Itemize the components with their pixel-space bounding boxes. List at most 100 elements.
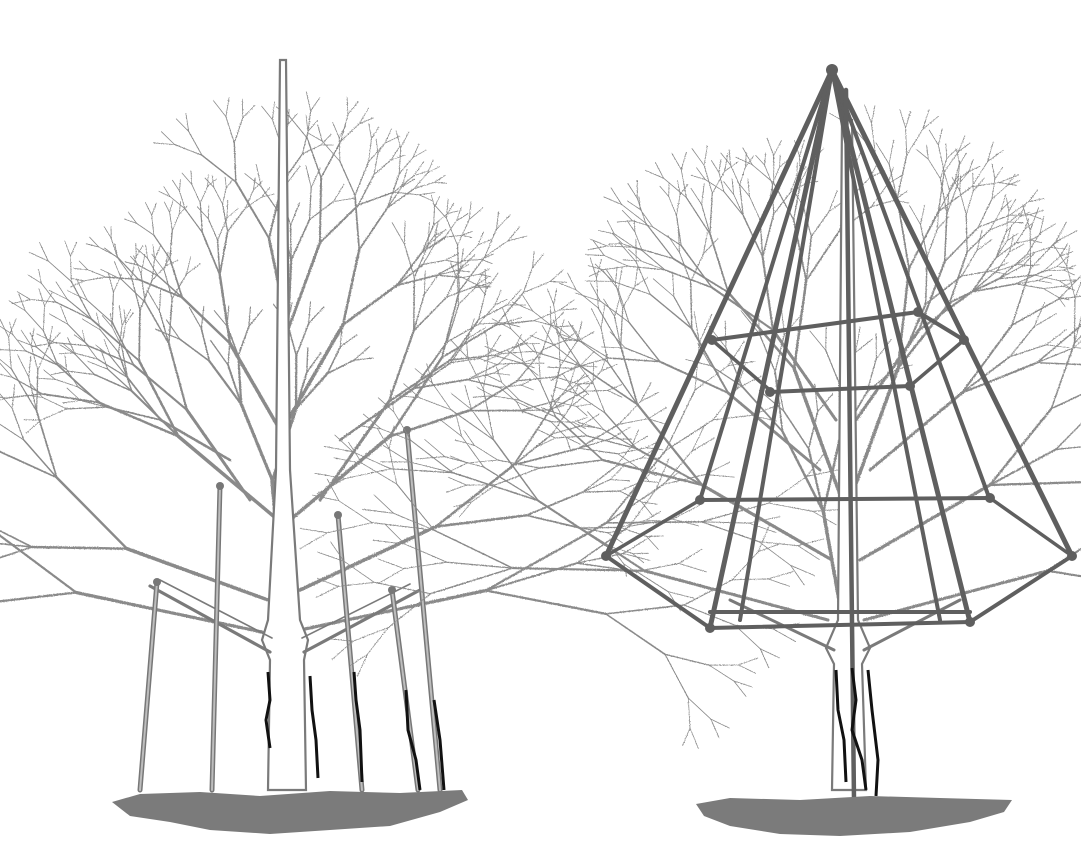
branch (434, 214, 448, 225)
branch (1038, 281, 1052, 283)
prop-pole-highlight (212, 486, 220, 790)
branch (339, 138, 340, 162)
branch (424, 271, 425, 295)
branch (627, 221, 635, 232)
branch (725, 154, 728, 172)
prop-pole-cap (334, 511, 342, 519)
branch (339, 501, 372, 523)
branch (606, 614, 665, 654)
branch (433, 203, 446, 218)
branch (496, 468, 539, 485)
branch (434, 207, 435, 225)
branch (702, 184, 705, 205)
branch (0, 522, 76, 593)
prop-pole-highlight (392, 590, 418, 790)
branch (67, 407, 108, 409)
frame-ring-bar (712, 312, 918, 340)
branch (261, 187, 280, 214)
branch (1067, 246, 1070, 266)
branch (479, 290, 486, 320)
branch (141, 274, 145, 303)
branch (405, 544, 447, 562)
branch (98, 359, 128, 377)
branch (317, 479, 345, 494)
branch (690, 728, 698, 748)
branch (74, 269, 88, 270)
branch (551, 312, 564, 324)
branch (550, 306, 551, 324)
branch (606, 605, 684, 614)
branch (577, 384, 588, 395)
branch (691, 254, 704, 282)
branch (645, 170, 664, 178)
branch (306, 116, 308, 132)
branch (669, 197, 677, 216)
branch (320, 178, 321, 243)
branch (973, 178, 984, 191)
branch (611, 427, 630, 438)
branch (396, 131, 401, 148)
branch (732, 552, 758, 580)
branch (0, 344, 2, 350)
branch (539, 346, 544, 359)
branch (112, 293, 113, 323)
branch (653, 279, 674, 297)
branch (416, 457, 445, 459)
branch (534, 351, 581, 366)
branch (992, 164, 995, 179)
branch (648, 408, 666, 419)
branch (547, 289, 553, 304)
branch (494, 440, 538, 501)
branch (533, 251, 535, 267)
branch (127, 549, 268, 600)
branch (495, 299, 508, 306)
branch (947, 149, 957, 159)
branch (88, 362, 107, 370)
branch (636, 262, 650, 295)
branch (369, 124, 372, 139)
branch (579, 448, 618, 454)
branch (642, 502, 657, 504)
branch (738, 182, 750, 197)
branch (238, 327, 249, 356)
branch (134, 256, 141, 274)
branch (340, 335, 356, 347)
branch (494, 355, 523, 363)
branch (889, 140, 894, 164)
branch (750, 197, 761, 221)
bark-crack (266, 672, 270, 748)
branch (200, 203, 202, 232)
branch (404, 562, 447, 568)
branch (710, 193, 712, 234)
branch (826, 350, 840, 383)
branch (643, 481, 658, 482)
branch (686, 197, 710, 234)
branch (906, 111, 911, 127)
branch (11, 369, 36, 411)
branch (999, 255, 1027, 279)
branch (559, 338, 560, 367)
branch (423, 260, 446, 264)
branch (290, 117, 307, 138)
branch (688, 698, 711, 719)
branch (434, 175, 445, 182)
branch (39, 269, 42, 283)
branch (442, 291, 459, 357)
branch (1038, 275, 1052, 281)
branch (554, 345, 581, 366)
branch (603, 266, 628, 270)
branch (709, 665, 734, 681)
branch (502, 351, 533, 353)
branch (960, 153, 967, 164)
branch (721, 153, 731, 165)
branch (945, 174, 949, 189)
branch (467, 460, 498, 463)
branch (679, 549, 702, 563)
branch (208, 219, 217, 240)
branch (672, 154, 681, 170)
branch (55, 343, 89, 346)
prop-pole-cap (216, 482, 224, 490)
branch (392, 223, 404, 245)
branch (1000, 175, 1019, 183)
branch (550, 282, 567, 283)
